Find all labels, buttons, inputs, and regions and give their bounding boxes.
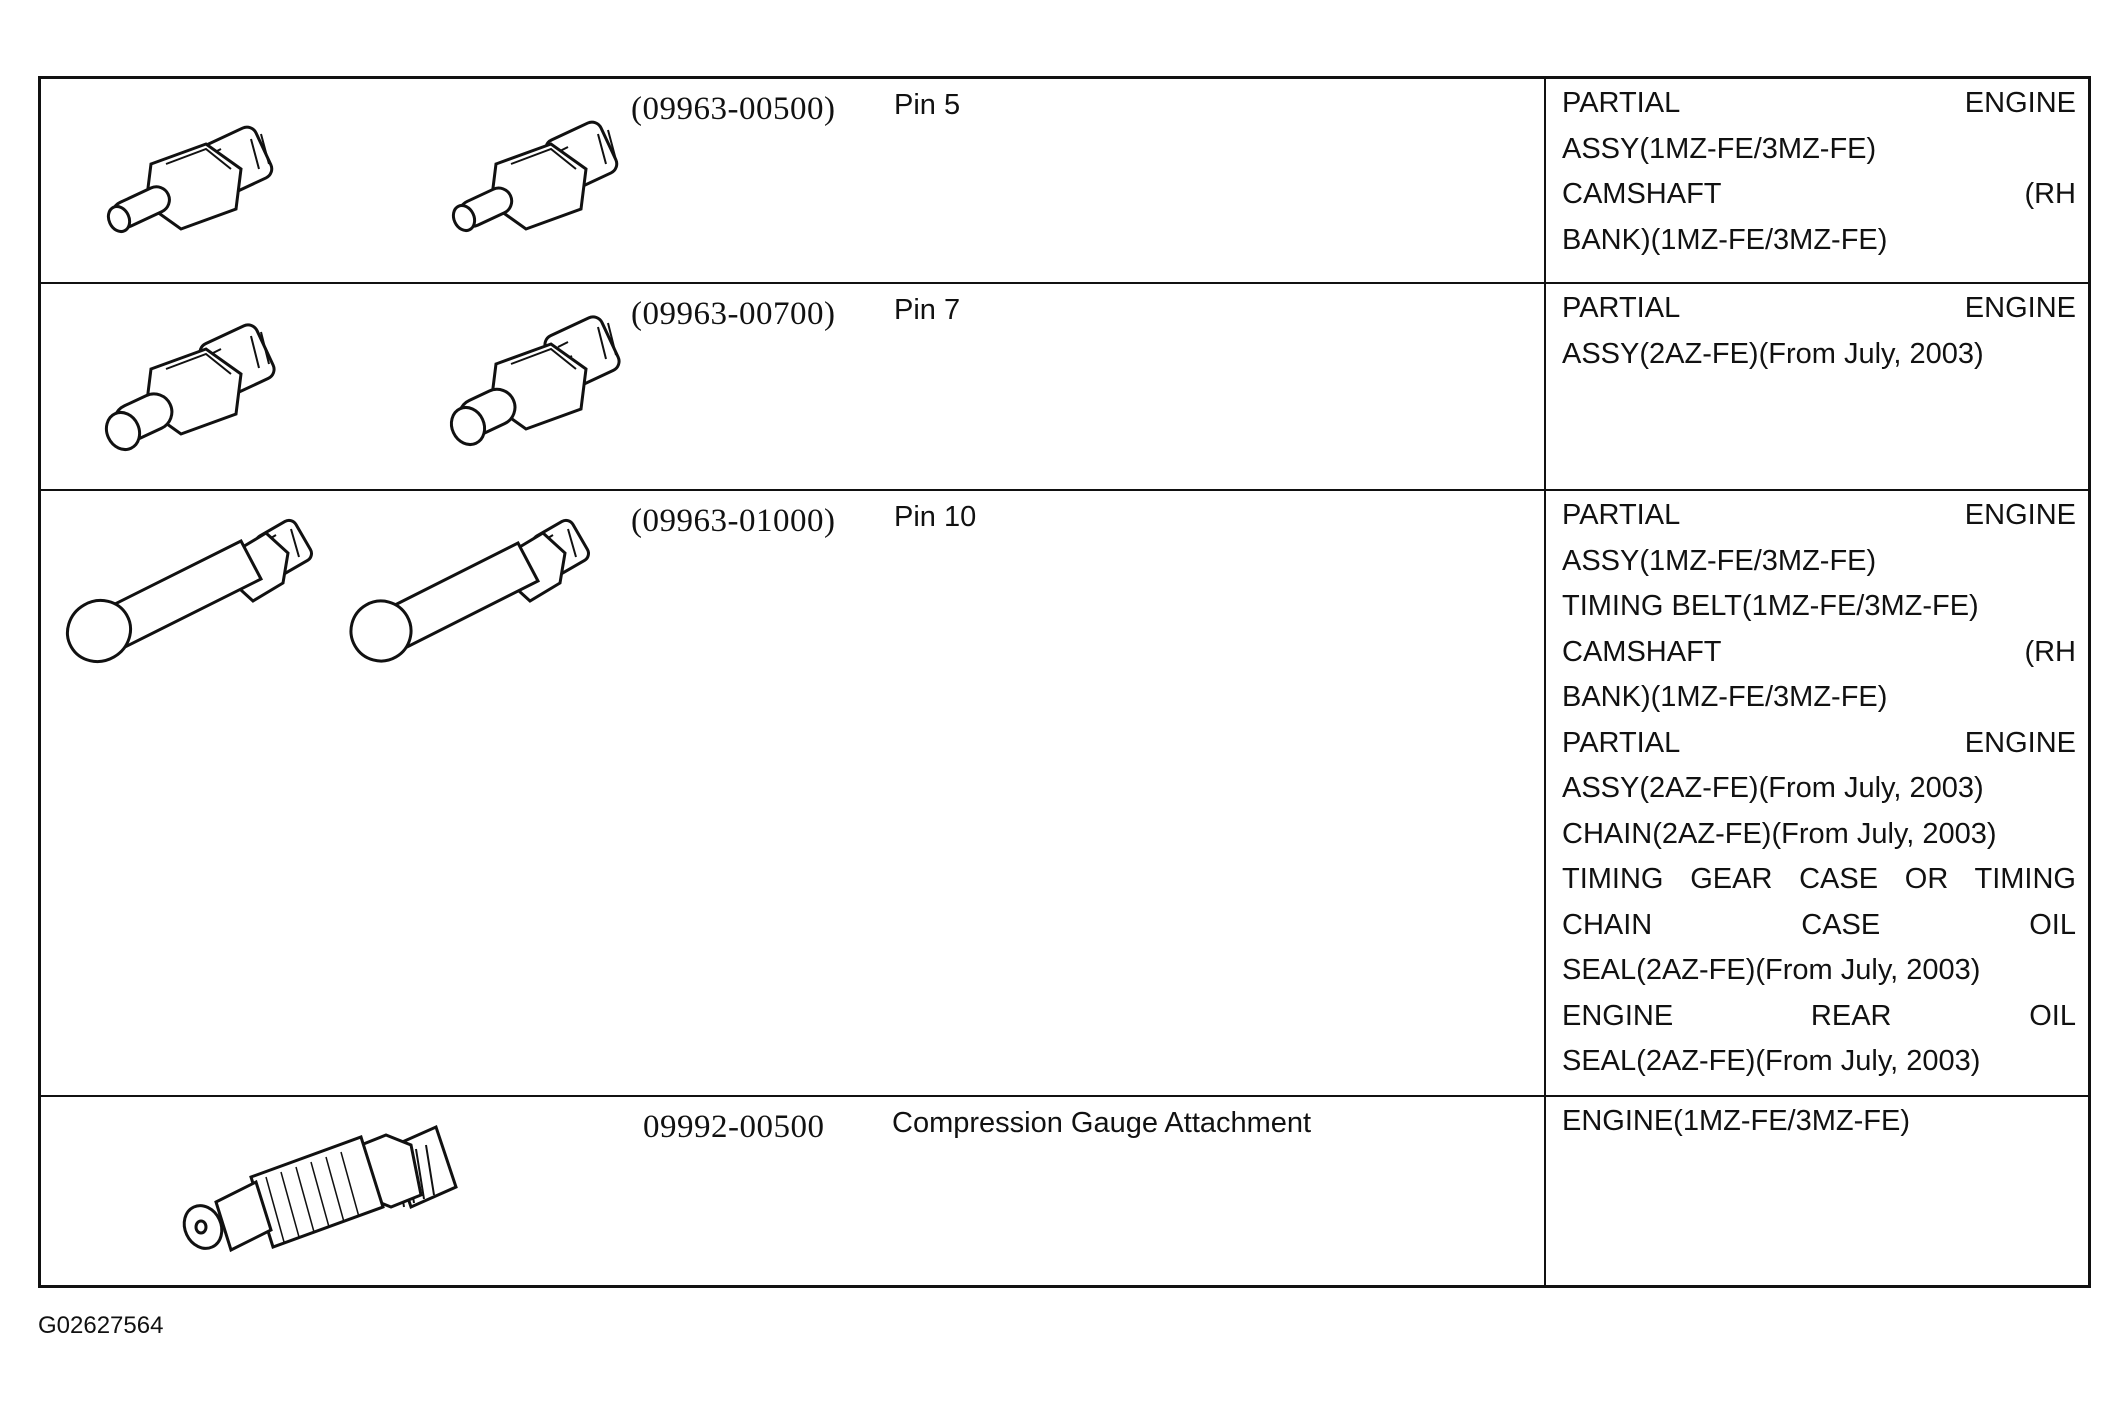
usage-line: PARTIAL ENGINE (1562, 726, 2076, 759)
figure-code: G02627564 (38, 1312, 164, 1339)
usage-line: ASSY(2AZ-FE)(From July, 2003) (1562, 337, 1984, 370)
usage-line: ASSY(1MZ-FE/3MZ-FE) (1562, 132, 1877, 165)
usage-cell: ENGINE(1MZ-FE/3MZ-FE) (1562, 1099, 2076, 1145)
usage-line: CHAIN CASE OIL (1562, 908, 2076, 941)
part-number: 09992-00500 (643, 1109, 825, 1145)
compression-gauge-attachment-illustration (182, 1124, 458, 1253)
usage-line: BANK)(1MZ-FE/3MZ-FE) (1562, 223, 1888, 256)
usage-line: PARTIAL ENGINE (1562, 292, 2076, 324)
pin-5-illustration (106, 120, 619, 234)
part-number: (09963-00500) (631, 91, 836, 127)
usage-cell: PARTIAL ENGINE ASSY(1MZ-FE/3MZ-FE) CAMSHAF… (1562, 81, 2076, 263)
usage-line: TIMING GEAR CASE OR TIMING (1562, 863, 2076, 895)
table-row: (09963-01000) Pin 10 PARTIAL ENGINE ASSY(… (41, 491, 2088, 1097)
pin-7-illustration (104, 315, 621, 451)
pin-10-illustration (65, 518, 590, 664)
tool-name: Pin 5 (894, 89, 961, 121)
column-divider (1544, 79, 1546, 1285)
usage-line: CAMSHAFT (RH (1562, 178, 2076, 210)
usage-line: SEAL(2AZ-FE)(From July, 2003) (1562, 1045, 1981, 1077)
usage-line: ASSY(2AZ-FE)(From July, 2003) (1562, 772, 1984, 804)
usage-line: CAMSHAFT (RH (1562, 635, 2076, 668)
usage-cell: PARTIAL ENGINE ASSY(2AZ-FE)(From July, 20… (1562, 286, 2076, 377)
part-number: (09963-01000) (631, 503, 836, 539)
usage-line: BANK)(1MZ-FE/3MZ-FE) (1562, 681, 1888, 713)
usage-line: ASSY(1MZ-FE/3MZ-FE) (1562, 544, 1877, 577)
part-number: (09963-00700) (631, 296, 836, 332)
tool-name: Compression Gauge Attachment (892, 1107, 1312, 1139)
usage-line: ENGINE(1MZ-FE/3MZ-FE) (1562, 1105, 1910, 1137)
tool-name: Pin 10 (894, 501, 977, 533)
special-tool-table: (09963-00500) Pin 5 PARTIAL ENGINE ASSY(1… (38, 76, 2091, 1288)
usage-line: TIMING BELT(1MZ-FE/3MZ-FE) (1562, 590, 1979, 622)
usage-line: PARTIAL ENGINE (1562, 499, 2076, 531)
tool-name: Pin 7 (894, 294, 961, 326)
table-row: 09992-00500 Compression Gauge Attachment… (41, 1097, 2088, 1285)
usage-cell: PARTIAL ENGINE ASSY(1MZ-FE/3MZ-FE) TIMING … (1562, 493, 2076, 1085)
usage-line: ENGINE REAR OIL (1562, 999, 2076, 1032)
usage-line: CHAIN(2AZ-FE)(From July, 2003) (1562, 817, 1997, 850)
table-row: (09963-00700) Pin 7 PARTIAL ENGINE ASSY(2… (41, 284, 2088, 491)
usage-line: SEAL(2AZ-FE)(From July, 2003) (1562, 954, 1981, 986)
usage-line: PARTIAL ENGINE (1562, 87, 2076, 119)
table-row: (09963-00500) Pin 5 PARTIAL ENGINE ASSY(1… (41, 79, 2088, 284)
